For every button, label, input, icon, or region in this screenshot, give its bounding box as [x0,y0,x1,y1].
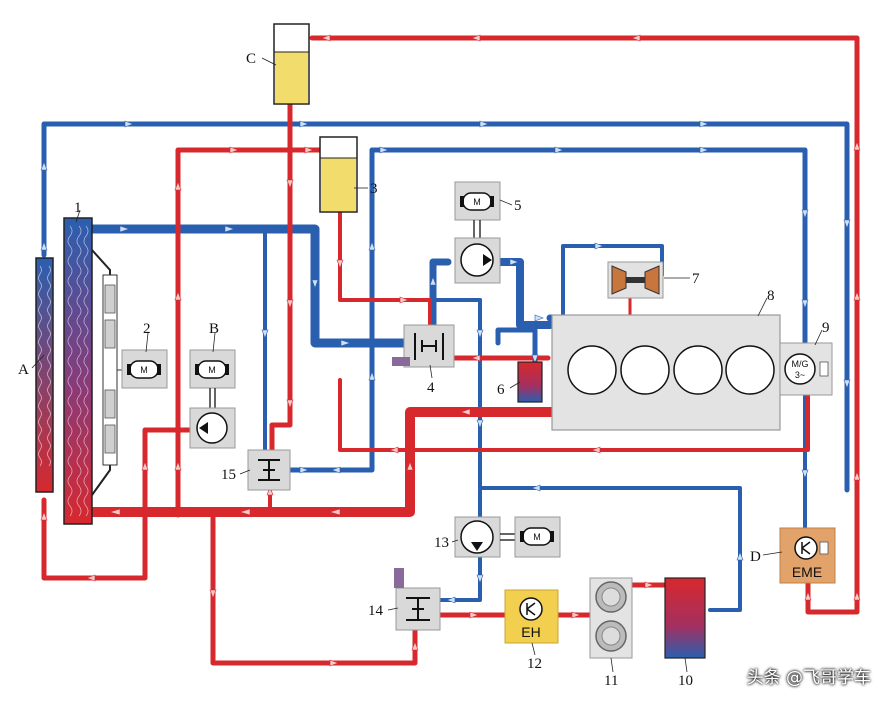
power-electronics-d: EME [779,527,836,584]
label-1: 1 [74,200,82,216]
label-12: 12 [527,656,542,672]
auxiliary-radiator-a [35,257,54,493]
heat-exchanger-6 [517,361,543,403]
pump-13: M [454,516,561,558]
callout-leaders [31,57,823,673]
motor-symbol: M [473,197,481,207]
turbocharger-7 [607,261,664,299]
label-3: 3 [370,181,378,197]
watermark: 头条 @飞哥学车 [746,668,871,688]
label-b: B [209,321,219,337]
label-2: 2 [143,321,151,337]
motor-generator-9: M/G 3~ [779,342,833,396]
callout-labels: A 1 2 B C 3 4 5 6 7 8 9 10 11 12 13 14 1… [18,51,830,689]
label-14: 14 [368,603,384,619]
valve-14 [394,568,441,631]
reservoir-3 [319,136,358,213]
main-radiator-1 [63,217,93,525]
eme-label: EME [792,564,822,580]
flow-arrows [40,34,861,667]
expansion-tank-c [273,23,310,105]
electric-heater-12: EH [504,589,559,644]
label-13: 13 [434,535,449,551]
label-a: A [18,362,29,378]
motor-symbol: M [208,365,216,375]
fan-motor-2: M [121,349,168,389]
label-d: D [750,549,761,565]
heater-unit-11 [589,577,633,659]
label-9: 9 [822,320,830,336]
label-4: 4 [427,380,435,396]
valve-15 [247,449,291,491]
label-15: 15 [221,467,236,483]
radiator-fan [91,249,130,496]
label-8: 8 [767,288,775,304]
thermostat-4 [392,324,455,368]
mg-label-line2: 3~ [795,370,805,380]
label-11: 11 [604,673,618,689]
mg-label-line1: M/G [792,359,809,369]
label-5: 5 [514,198,522,214]
pump-b: M [189,349,236,449]
label-c: C [246,51,256,67]
label-10: 10 [678,673,693,689]
engine-block-8 [551,314,781,431]
label-6: 6 [497,382,505,398]
label-7: 7 [692,271,700,287]
motor-symbol: M [533,532,541,542]
eh-label: EH [521,624,540,640]
pump-5: M [454,181,501,284]
motor-symbol: M [140,365,148,375]
heat-exchanger-10 [664,577,706,659]
